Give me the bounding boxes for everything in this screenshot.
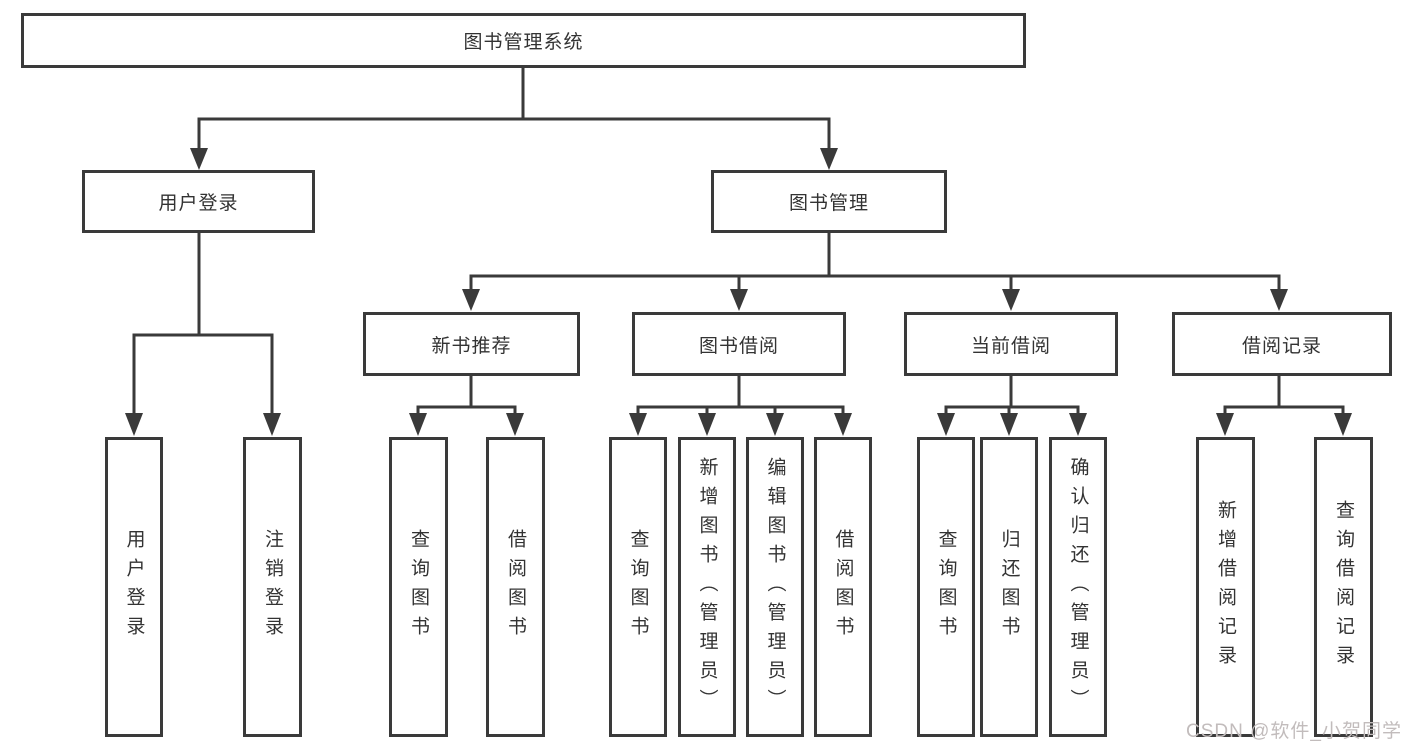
leaf-nbr-borrow-books: 借阅图书 bbox=[486, 437, 545, 737]
leaf-cb-return-books: 归还图书 bbox=[980, 437, 1038, 737]
node-root-label: 图书管理系统 bbox=[463, 32, 584, 53]
arrowhead bbox=[190, 148, 208, 170]
arrowhead bbox=[730, 289, 748, 311]
arrowhead bbox=[937, 413, 955, 436]
arrowhead bbox=[1334, 413, 1352, 436]
arrowhead bbox=[834, 413, 852, 436]
leaf-br-query-record-label: 查询借阅记录 bbox=[1333, 500, 1354, 674]
node-book-borrowing: 图书借阅 bbox=[632, 312, 846, 376]
leaf-bb-borrow-books-label: 借阅图书 bbox=[832, 529, 854, 645]
arrowhead bbox=[1216, 413, 1234, 436]
arrowhead bbox=[1069, 413, 1087, 436]
leaf-cb-confirm-return-admin: 确认归还（管理员） bbox=[1049, 437, 1107, 737]
leaf-cb-return-books-label: 归还图书 bbox=[998, 529, 1020, 645]
leaf-bb-query-books: 查询图书 bbox=[609, 437, 667, 737]
arrowhead bbox=[766, 413, 784, 436]
node-current-borrowing-label: 当前借阅 bbox=[970, 335, 1051, 357]
node-user-login-label: 用户登录 bbox=[158, 193, 239, 214]
leaf-user-login-label: 用户登录 bbox=[123, 529, 145, 645]
leaf-br-add-record: 新增借阅记录 bbox=[1196, 437, 1255, 737]
leaf-bb-edit-books-admin: 编辑图书（管理员） bbox=[746, 437, 804, 737]
leaf-nbr-borrow-books-label: 借阅图书 bbox=[505, 529, 526, 645]
arrowhead bbox=[462, 289, 480, 311]
node-current-borrowing: 当前借阅 bbox=[904, 312, 1118, 376]
arrowhead bbox=[820, 148, 838, 170]
leaf-br-query-record: 查询借阅记录 bbox=[1314, 437, 1373, 737]
leaf-bb-borrow-books: 借阅图书 bbox=[814, 437, 872, 737]
leaf-nbr-query-books: 查询图书 bbox=[389, 437, 448, 737]
node-new-book-recommendation: 新书推荐 bbox=[363, 312, 580, 376]
arrowhead bbox=[698, 413, 716, 436]
leaf-cb-query-books-label: 查询图书 bbox=[935, 529, 957, 645]
node-book-management-label: 图书管理 bbox=[788, 193, 869, 214]
leaf-bb-add-books-admin-label: 新增图书（管理员） bbox=[696, 456, 718, 718]
leaf-cb-query-books: 查询图书 bbox=[917, 437, 975, 737]
arrowhead bbox=[125, 413, 143, 436]
arrowhead bbox=[1270, 289, 1288, 311]
node-new-book-recommendation-label: 新书推荐 bbox=[431, 335, 512, 357]
node-borrowing-records: 借阅记录 bbox=[1172, 312, 1392, 376]
leaf-bb-edit-books-admin-label: 编辑图书（管理员） bbox=[764, 456, 786, 718]
arrowhead bbox=[506, 413, 524, 436]
node-book-management: 图书管理 bbox=[711, 170, 947, 233]
arrowhead bbox=[263, 413, 281, 436]
arrowhead bbox=[1002, 289, 1020, 311]
node-borrowing-records-label: 借阅记录 bbox=[1241, 335, 1322, 357]
connector-path bbox=[132, 66, 1345, 419]
leaf-bb-query-books-label: 查询图书 bbox=[627, 529, 649, 645]
leaf-cb-confirm-return-admin-label: 确认归还（管理员） bbox=[1067, 456, 1089, 718]
leaf-bb-add-books-admin: 新增图书（管理员） bbox=[678, 437, 736, 737]
leaf-br-add-record-label: 新增借阅记录 bbox=[1215, 500, 1236, 674]
arrowhead bbox=[1000, 413, 1018, 436]
arrowhead bbox=[409, 413, 427, 436]
leaf-logout-label: 注销登录 bbox=[262, 529, 283, 645]
node-book-borrowing-label: 图书借阅 bbox=[698, 335, 779, 357]
arrowhead bbox=[629, 413, 647, 436]
leaf-logout: 注销登录 bbox=[243, 437, 302, 737]
leaf-nbr-query-books-label: 查询图书 bbox=[408, 529, 429, 645]
node-user-login: 用户登录 bbox=[82, 170, 315, 233]
leaf-user-login: 用户登录 bbox=[105, 437, 163, 737]
watermark: CSDN @软件_小贺同学 bbox=[1186, 721, 1402, 742]
node-root-library-system: 图书管理系统 bbox=[21, 13, 1026, 68]
